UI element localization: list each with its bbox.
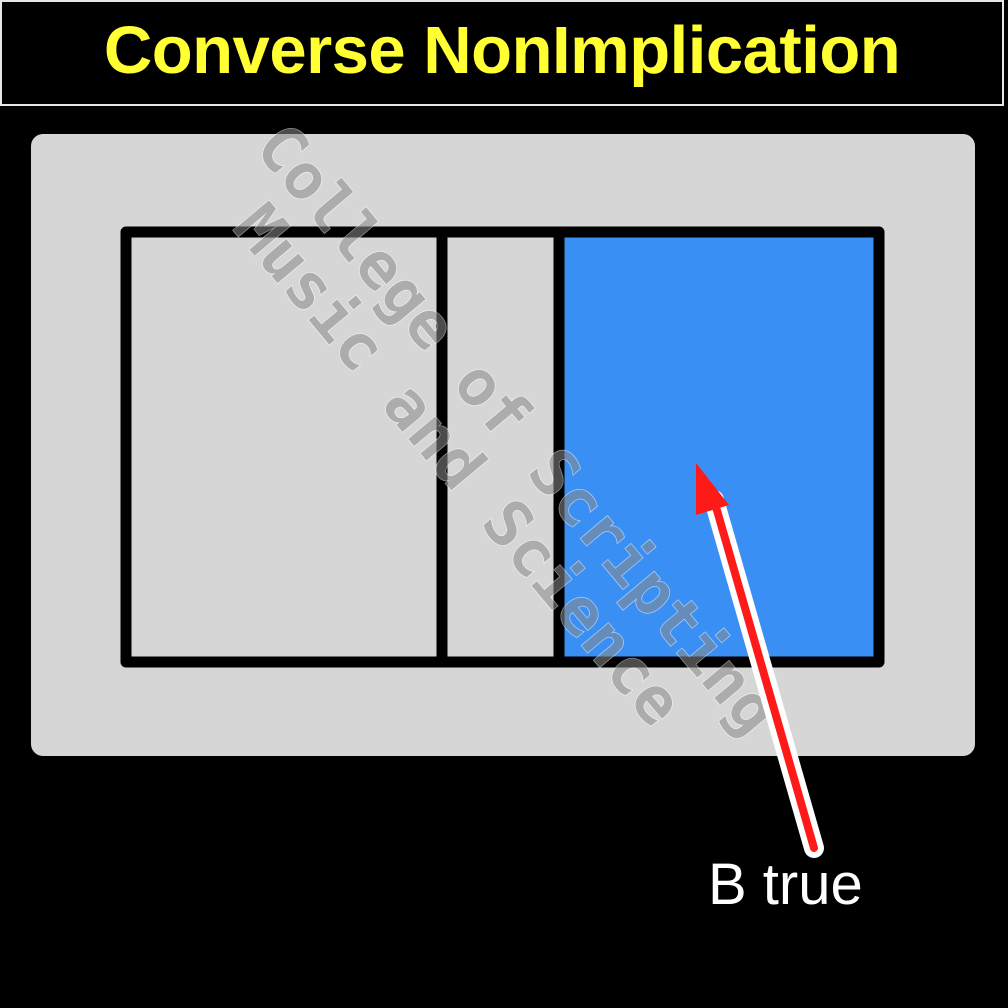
region-a-and-b <box>442 232 559 662</box>
set-outline <box>120 226 885 668</box>
callout-arrow <box>696 463 824 858</box>
region-a-only <box>126 232 442 662</box>
title-bar: Converse NonImplication <box>0 0 1004 106</box>
arrow-shaft <box>710 496 818 852</box>
callout-label: B true <box>708 852 863 917</box>
region-b-only <box>559 232 879 662</box>
diagram-title: Converse NonImplication <box>103 12 901 88</box>
arrow-head <box>696 463 729 515</box>
